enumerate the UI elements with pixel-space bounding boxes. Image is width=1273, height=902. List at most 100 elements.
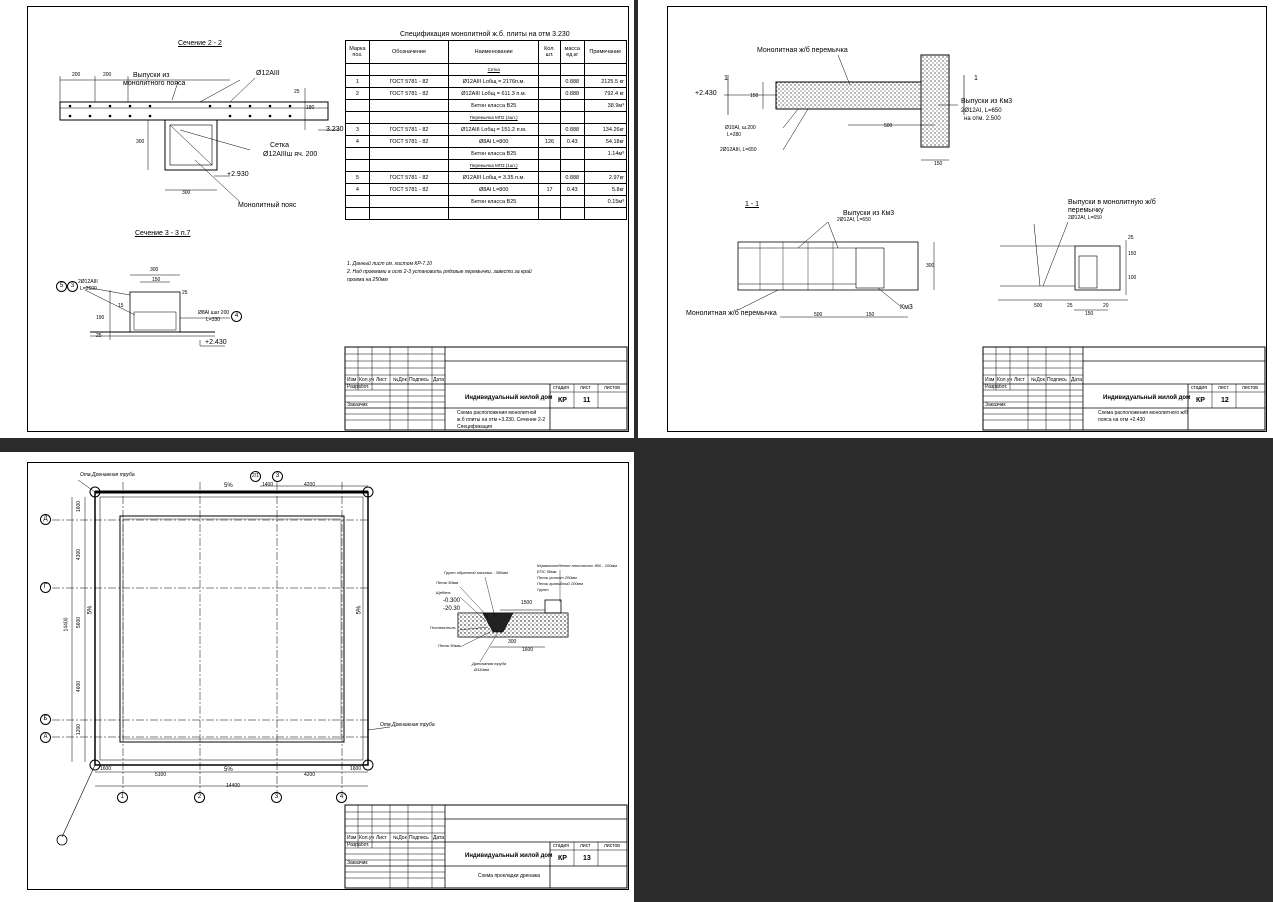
label-vypuski: Выпуски из bbox=[133, 72, 170, 79]
stamp-project: Индивидуальный жилой дом bbox=[1103, 395, 1191, 401]
dim-100: 100 bbox=[1128, 275, 1137, 281]
dim-150b-s12: 150 bbox=[934, 161, 943, 167]
dim-300-s12: 300 bbox=[926, 263, 935, 269]
axis-4: 4 bbox=[336, 792, 347, 803]
det-d1500: 1500 bbox=[521, 600, 533, 606]
sheet-frame bbox=[27, 6, 629, 432]
stamp-col-doc: №Док bbox=[393, 835, 407, 841]
dim-500b: 500 bbox=[1034, 303, 1043, 309]
dark-divider-vertical bbox=[634, 0, 638, 438]
label-otv-1: Отв.Дренажная труба bbox=[80, 472, 135, 478]
spec-header-row: Марка поз. Обозначение Наименование Кол.… bbox=[345, 40, 628, 64]
label-vyp-km3: Выпуски из Км3 bbox=[961, 98, 1013, 105]
s3-len: L=2600 bbox=[80, 286, 97, 292]
label-vyp-mon2: перемычку bbox=[1068, 207, 1104, 214]
det-m1: -0.300 bbox=[443, 598, 461, 604]
label-mon-poyas: Монолитный пояс bbox=[238, 202, 297, 209]
stamp-13-grid bbox=[344, 804, 628, 889]
label-vyp-mon-spec: 2Ø12AI, L=650 bbox=[1068, 215, 1102, 221]
dim-150-s12: 150 bbox=[750, 93, 759, 99]
label-vypuski-2: монолитного пояса bbox=[123, 80, 186, 87]
stamp-num: 11 bbox=[583, 397, 591, 404]
axis-3: 3 bbox=[271, 792, 282, 803]
dim-5100: 5100 bbox=[155, 772, 167, 778]
dark-empty-panel bbox=[634, 438, 1273, 902]
slope-bottom: 5% bbox=[224, 767, 233, 773]
dim-1400: 1400 bbox=[262, 482, 274, 488]
note-3: проема на 250мм bbox=[347, 277, 388, 283]
stamp-list: лист bbox=[580, 843, 591, 849]
axis-3-top: 3 bbox=[272, 471, 283, 482]
stamp-11-grid bbox=[344, 346, 628, 431]
stamp-list: лист bbox=[1218, 385, 1229, 391]
stamp-col-list: Лист bbox=[376, 377, 387, 383]
dim-180: 180 bbox=[306, 105, 315, 111]
s3-stirrup: Ø8AI шаг 200 bbox=[198, 310, 230, 316]
section-2-2-title: Сечение 2 - 2 bbox=[178, 40, 222, 47]
stamp-project: Индивидуальный жилой дом bbox=[465, 395, 553, 401]
mark-2430: +2.430 bbox=[205, 339, 227, 346]
stamp-col-kol: Кол.уч bbox=[359, 377, 374, 383]
stamp-razrab: Разработ. bbox=[985, 384, 1008, 390]
axis-2-1: 2/1 bbox=[250, 471, 261, 482]
stamp-col-sign: Подпись bbox=[409, 835, 429, 841]
dim-300b: 300 bbox=[182, 190, 191, 196]
axis-marker-3: 3 bbox=[67, 281, 78, 292]
stamp-stadia: стадия bbox=[553, 843, 569, 849]
spec-header: Примечание bbox=[583, 40, 628, 64]
stamp-col-list: Лист bbox=[376, 835, 387, 841]
spec-header: масса ед.кг bbox=[559, 40, 585, 64]
dim-14400h: 14400 bbox=[226, 783, 240, 789]
stamp-num: 13 bbox=[583, 855, 591, 862]
table-row bbox=[345, 207, 628, 220]
mark-2430-s12: +2.430 bbox=[695, 90, 717, 97]
dim-4200b: 4200 bbox=[304, 772, 316, 778]
dim-150b: 150 bbox=[1085, 311, 1094, 317]
axis-A: А bbox=[40, 732, 51, 743]
label-vyp-mon: Выпуски в монолитную ж/б bbox=[1068, 199, 1156, 206]
dim-20: 20 bbox=[1103, 303, 1109, 309]
section-2-2-drawing bbox=[59, 76, 340, 347]
det-6b: Ø110мм bbox=[474, 667, 489, 672]
label-vyp-spec: 2Ø12AI, L=650 bbox=[961, 108, 1002, 114]
sheet-11[interactable]: Сечение 2 - 2 200 200 Выпуски из монолит… bbox=[0, 0, 634, 438]
sheet-13[interactable]: Д Г Б А 1 2 3 4 2/1 3 Отв.Дренажная труб… bbox=[0, 452, 634, 902]
cell: 5.8кг bbox=[583, 183, 628, 196]
det-6: Дренажная труба bbox=[472, 661, 507, 666]
stamp-listov: листов bbox=[604, 843, 620, 849]
dim-150a: 150 bbox=[866, 312, 875, 318]
stamp-desc-1: Схема расположения монолитной bbox=[457, 410, 537, 416]
stamp-desc-3: Спецификация bbox=[457, 424, 493, 430]
stamp-code: КР bbox=[558, 855, 567, 862]
drainage-plan-drawing bbox=[52, 479, 569, 846]
spec-title: Спецификация монолитной ж.б. плиты на от… bbox=[400, 31, 570, 38]
label-mon-per: Монолитная ж/б перемычка bbox=[757, 47, 848, 54]
stamp-col-izm: Изм bbox=[347, 377, 357, 383]
stamp-col-doc: №Док bbox=[1031, 377, 1045, 383]
slope-top: 5% bbox=[224, 483, 233, 489]
table-row: Сетка bbox=[345, 63, 628, 76]
det-4: Геотекстиль bbox=[430, 625, 456, 630]
stamp-listov: листов bbox=[604, 385, 620, 391]
stamp-code: КР bbox=[1196, 397, 1205, 404]
cell bbox=[448, 207, 540, 220]
dim-150c: 150 bbox=[1128, 251, 1137, 257]
dim-1600b: 1600 bbox=[100, 766, 112, 772]
stamp-stadia: стадия bbox=[553, 385, 569, 391]
s3-dim-25b: 25 bbox=[96, 333, 102, 339]
stamp-col-date: Дата bbox=[1071, 377, 1083, 383]
s3-rebar: 2Ø12AIII bbox=[78, 279, 98, 285]
stamp-col-kol: Кол.уч bbox=[997, 377, 1012, 383]
lintel-drawing bbox=[724, 54, 1128, 318]
stamp-col-sign: Подпись bbox=[1047, 377, 1067, 383]
sheet-12[interactable]: Монолитная ж/б перемычка 1 1 +2.430 150 … bbox=[638, 0, 1273, 438]
section-3-3-title: Сечение 3 - 3 п.7 bbox=[135, 230, 191, 237]
det-r2: ЕПС 50мм bbox=[537, 569, 557, 574]
label-st1: Ø10AI, ш.200 bbox=[725, 125, 756, 131]
stamp-col-list: Лист bbox=[1014, 377, 1025, 383]
mark-3230: 3.230 bbox=[326, 126, 344, 133]
